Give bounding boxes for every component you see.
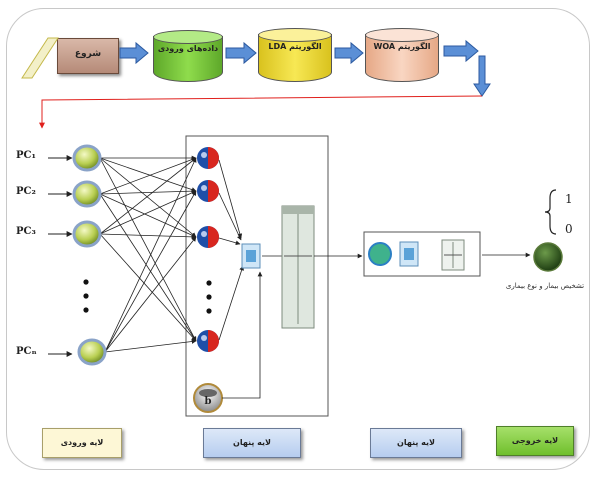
bias-neuron: b — [193, 383, 223, 413]
connection-line — [99, 157, 197, 235]
pipeline-arrows — [119, 39, 491, 97]
hidden-neurons — [197, 147, 219, 352]
feedback-arrow — [39, 95, 483, 129]
output-digit-one: 1 — [565, 192, 573, 206]
hidden-block-2-neuron — [368, 242, 392, 266]
hidden-ellipsis — [206, 280, 212, 314]
connection-line — [104, 339, 197, 353]
connection-line — [99, 193, 197, 238]
connection-line — [99, 190, 197, 235]
hidden-layer-frame — [185, 135, 329, 417]
input-label-pc2: PC₂ — [16, 186, 36, 197]
cylinder-body — [258, 34, 332, 82]
output-label: تشخیص بیمار و نوع بیماری — [505, 282, 585, 290]
output-layer-box: لایه خروجی — [496, 426, 574, 456]
start-decoration — [21, 37, 59, 79]
connection-line — [104, 236, 197, 353]
input-neuron — [77, 338, 107, 366]
connection-line — [99, 188, 197, 195]
stage-input-data: داده‌های ورودی — [153, 30, 223, 82]
connection-line — [104, 157, 197, 353]
input-label-pcn: PCₙ — [16, 346, 37, 357]
activation-panel — [281, 205, 315, 329]
output-brace — [544, 189, 557, 235]
hidden-sum-connections — [218, 159, 263, 399]
connection-line — [99, 233, 197, 342]
start-box: شروع — [57, 38, 119, 74]
hidden-neuron — [197, 226, 219, 248]
connection-line — [104, 190, 197, 353]
summation-node — [241, 243, 261, 269]
input-neuron — [72, 180, 102, 208]
stage-lda: الگوریتم LDA — [258, 28, 332, 82]
cylinder-top — [258, 28, 332, 42]
connection-line — [99, 157, 197, 238]
stage-label: الگوریتم WOA — [373, 42, 431, 51]
input-neuron — [72, 144, 102, 172]
cylinder-top — [365, 28, 439, 42]
output-digit-zero: 0 — [565, 222, 573, 236]
connection-line — [99, 233, 197, 240]
hidden-neuron — [197, 330, 219, 352]
connection-line — [99, 157, 197, 342]
start-label: شروع — [74, 49, 102, 59]
hidden-neuron — [197, 180, 219, 202]
connection-line — [99, 157, 197, 195]
hidden-layer-2-box: لایه پنهان — [370, 428, 462, 458]
input-ellipsis — [83, 279, 89, 313]
stage-label: داده‌های ورودی — [157, 44, 219, 53]
output-neuron — [533, 242, 563, 272]
cylinder-body — [365, 34, 439, 82]
bias-label: b — [205, 396, 212, 407]
input-arrows — [48, 155, 73, 357]
hidden-layer-1-box: لایه پنهان — [203, 428, 301, 458]
input-hidden-connections — [99, 155, 197, 353]
cylinder-top — [153, 30, 223, 44]
input-label-pc3: PC₃ — [16, 226, 36, 237]
stage-label: الگوریتم LDA — [268, 42, 322, 51]
input-neuron — [72, 220, 102, 248]
input-layer-box: لایه ورودی — [42, 428, 122, 458]
connection-line — [99, 157, 197, 192]
hidden-block-2 — [363, 231, 481, 277]
hidden-neuron — [197, 147, 219, 169]
input-neurons — [72, 144, 107, 366]
input-label-pc1: PC₁ — [16, 150, 36, 161]
stage-woa: الگوریتم WOA — [365, 28, 439, 82]
connection-line — [99, 193, 197, 342]
